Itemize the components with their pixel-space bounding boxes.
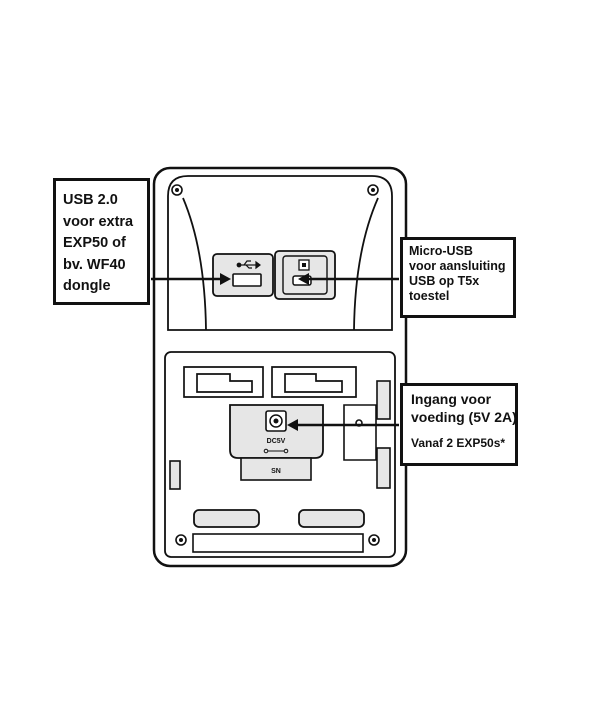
screw-icon bbox=[171, 184, 183, 196]
micro-usb-port[interactable] bbox=[274, 250, 336, 300]
foot-right bbox=[298, 509, 365, 528]
screw-icon bbox=[175, 534, 187, 546]
bottom-bar bbox=[192, 533, 364, 553]
right-curve bbox=[353, 197, 379, 331]
arrow-power bbox=[287, 419, 399, 431]
callout-text: Ingang voor bbox=[411, 391, 492, 407]
screw-icon bbox=[368, 534, 380, 546]
callout-power: Ingang voor voeding (5V 2A) Vanaf 2 EXP5… bbox=[400, 383, 518, 466]
dc-jack-area: DC5V bbox=[229, 404, 324, 459]
usb-port[interactable] bbox=[212, 253, 274, 297]
callout-text: voor aansluiting bbox=[409, 259, 506, 273]
sn-label: SN bbox=[271, 468, 281, 475]
screw-icon bbox=[367, 184, 379, 196]
foot-left bbox=[193, 509, 260, 528]
sn-label-area bbox=[240, 457, 312, 481]
side-latch bbox=[343, 380, 391, 489]
arrow-usb bbox=[151, 273, 231, 285]
dc-label: DC5V bbox=[267, 438, 286, 445]
lower-panel-outline bbox=[164, 351, 396, 558]
callout-text: Micro-USB bbox=[409, 244, 473, 258]
callout-text: voor extra bbox=[63, 213, 134, 230]
callout-text: USB 2.0 bbox=[63, 192, 118, 208]
callout-text: USB op T5x bbox=[409, 274, 480, 288]
callout-text: voeding (5V 2A) bbox=[411, 409, 517, 425]
callout-text: Vanaf 2 EXP50s* bbox=[411, 436, 506, 450]
callout-text: toestel bbox=[409, 289, 450, 303]
callout-text: dongle bbox=[63, 278, 111, 294]
callout-micro-usb: Micro-USB voor aansluiting USB op T5x to… bbox=[400, 237, 516, 318]
side-slot bbox=[169, 460, 181, 490]
callout-usb: USB 2.0 voor extra EXP50 of bv. WF40 don… bbox=[53, 178, 150, 305]
usb-icon bbox=[236, 260, 261, 270]
upper-panel-outline bbox=[167, 175, 393, 331]
stand-clip-left bbox=[183, 366, 264, 398]
left-curve bbox=[182, 197, 207, 331]
stand-clip-right bbox=[271, 366, 357, 398]
callout-text: EXP50 of bbox=[63, 235, 126, 251]
arrow-micro-usb bbox=[298, 273, 399, 285]
callout-text: bv. WF40 bbox=[63, 256, 126, 273]
